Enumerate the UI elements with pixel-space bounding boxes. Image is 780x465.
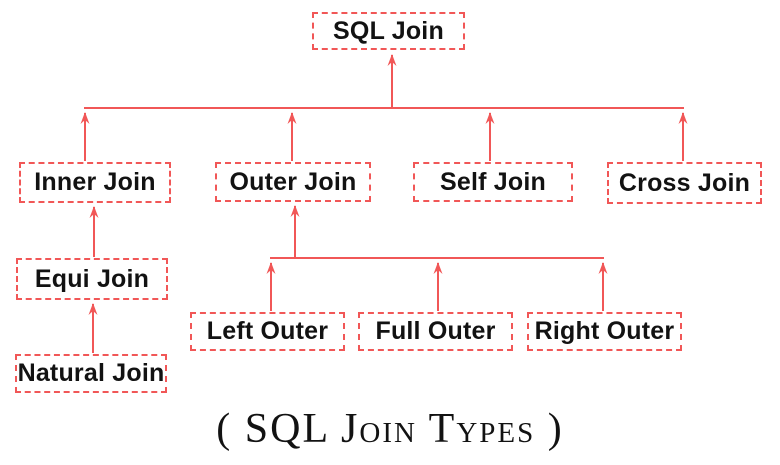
node-label: Natural Join xyxy=(17,359,165,387)
node-natural-join: Natural Join xyxy=(15,354,167,393)
node-label: Self Join xyxy=(440,167,546,196)
node-inner-join: Inner Join xyxy=(19,162,171,203)
node-label: Cross Join xyxy=(618,168,751,197)
node-label: Equi Join xyxy=(34,264,150,293)
node-left-outer: Left Outer xyxy=(190,312,345,351)
node-sql-join: SQL Join xyxy=(312,12,465,50)
node-cross-join: Cross Join xyxy=(607,162,762,204)
node-label: Right Outer xyxy=(534,317,675,345)
node-self-join: Self Join xyxy=(413,162,573,202)
node-full-outer: Full Outer xyxy=(358,312,513,351)
node-label: Inner Join xyxy=(34,168,156,196)
node-label: SQL Join xyxy=(333,16,444,45)
node-outer-join: Outer Join xyxy=(215,162,371,202)
node-label: Outer Join xyxy=(229,167,357,196)
node-label: Full Outer xyxy=(375,317,496,345)
node-label: Left Outer xyxy=(206,317,329,345)
node-equi-join: Equi Join xyxy=(16,258,168,300)
node-right-outer: Right Outer xyxy=(527,312,682,351)
diagram-caption: ( SQL Join Types ) xyxy=(216,406,564,452)
